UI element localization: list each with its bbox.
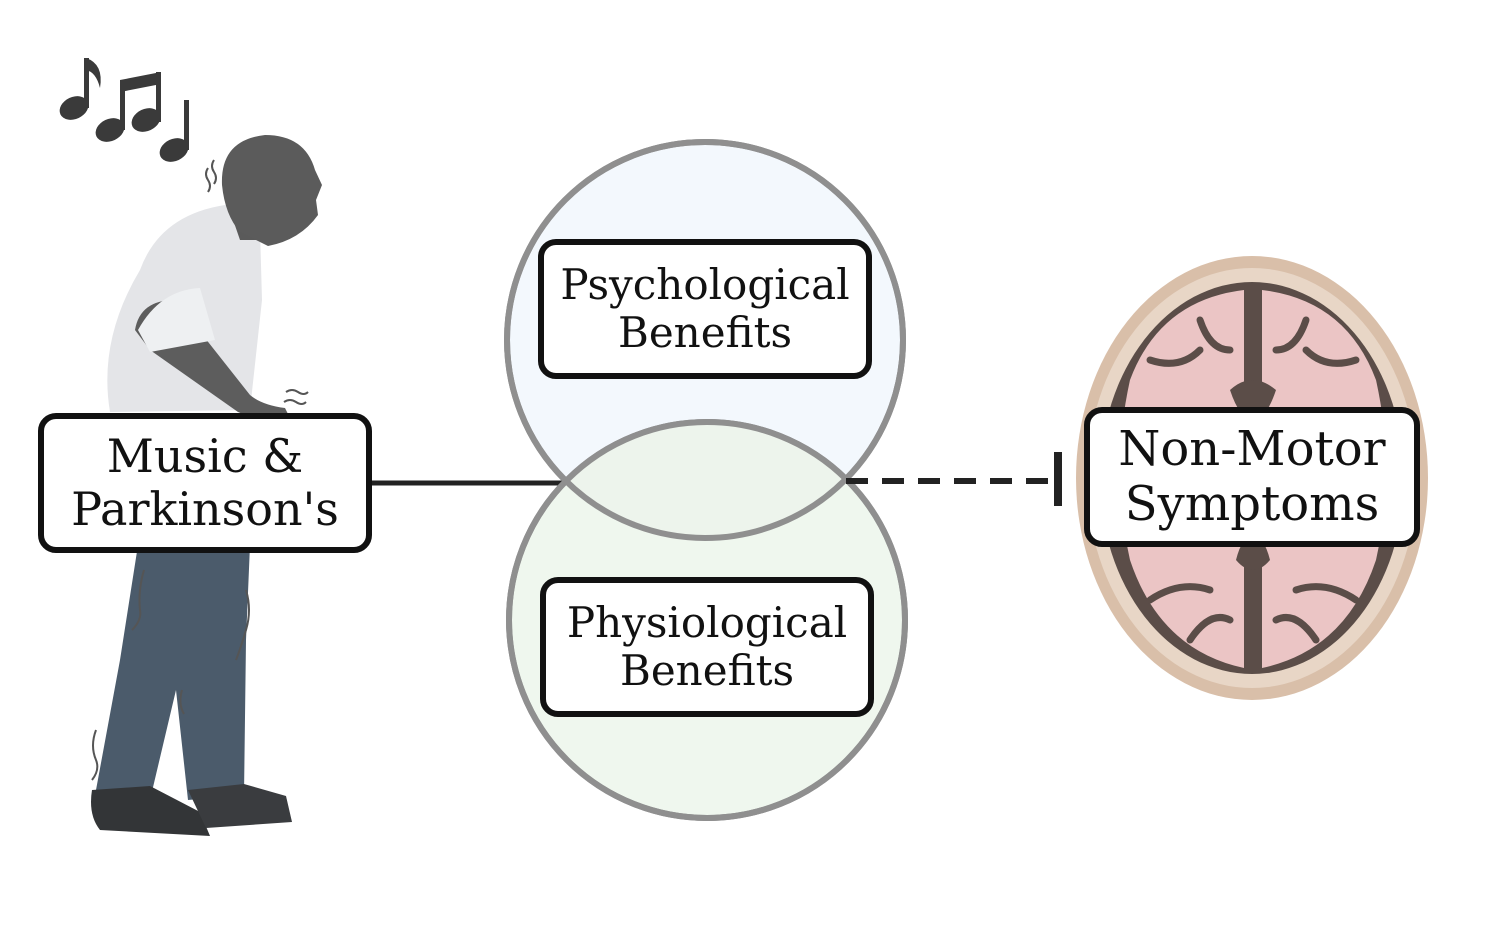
psychological-benefits-box: Psychological Benefits (538, 239, 872, 379)
physiological-benefits-box: Physiological Benefits (540, 577, 874, 717)
psychological-benefits-line1: Psychological (560, 259, 850, 309)
music-notes-icon (59, 58, 189, 162)
non-motor-symptoms-line1: Non-Motor (1118, 420, 1386, 477)
psychological-benefits-line2: Benefits (617, 308, 793, 357)
physiological-benefits-line2: Benefits (619, 646, 795, 695)
physiological-benefits-line1: Physiological (566, 597, 848, 647)
music-parkinsons-line1: Music & (106, 429, 304, 484)
music-parkinsons-box: Music & Parkinson's (38, 413, 372, 553)
music-parkinsons-line2: Parkinson's (71, 482, 339, 536)
non-motor-symptoms-box: Non-Motor Symptoms (1084, 407, 1420, 547)
connector-inhibition-line (846, 452, 1062, 506)
non-motor-symptoms-line2: Symptoms (1124, 476, 1380, 532)
elderly-person-tremor-icon (91, 135, 322, 836)
